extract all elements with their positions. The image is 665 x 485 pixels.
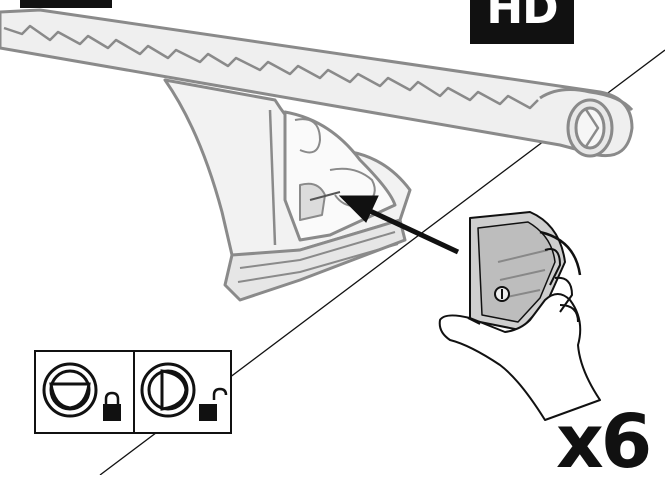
- lock-closed-icon: [103, 391, 121, 421]
- lock-open-icon: [199, 387, 228, 421]
- header-bar: [20, 0, 112, 8]
- insert-arrow: [338, 195, 460, 255]
- lock-panel-icons: [42, 352, 228, 432]
- lock-instructions-panel: [34, 350, 232, 434]
- hand-icon: [438, 248, 601, 421]
- roof-bar: [0, 8, 634, 158]
- key-cylinder-unlocked-icon: [140, 362, 196, 418]
- lock-cover-piece: [469, 211, 582, 331]
- quantity-label: x6: [556, 399, 652, 485]
- roof-rack-illustration: [0, 8, 665, 475]
- hd-badge: HD: [470, 0, 574, 44]
- key-cylinder-locked-icon: [42, 362, 98, 418]
